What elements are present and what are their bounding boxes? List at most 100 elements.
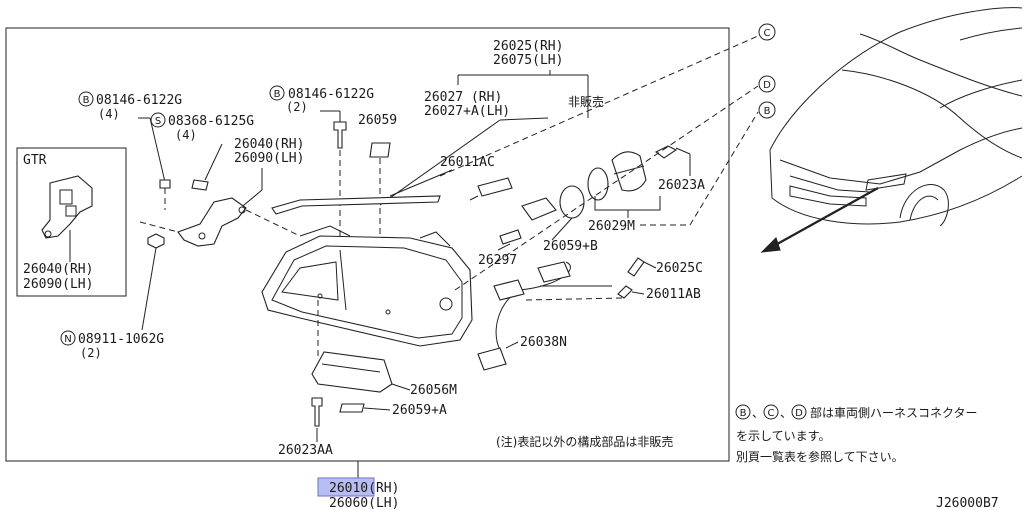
- svg-text:C: C: [764, 28, 771, 39]
- p26023A-callout: 26023A: [654, 145, 705, 193]
- svg-text:D: D: [763, 80, 771, 91]
- p26011AB-label: 26011AB: [646, 287, 701, 302]
- p26027-callout: 26027 (RH) 26027+A(LH) 非販売: [379, 90, 604, 206]
- p26025C-label: 26025C: [656, 261, 703, 276]
- gtr-bracket-drawing: [41, 175, 93, 239]
- svg-text:S: S: [155, 116, 161, 127]
- p26023A-label: 26023A: [658, 178, 705, 193]
- nut-drawing: [147, 233, 165, 249]
- p26011AC-label: 26011AC: [440, 155, 495, 170]
- bolt-b-code: 08146-6122G: [288, 87, 374, 102]
- p26027-lh: 26027+A(LH): [424, 104, 510, 119]
- connector-drawing: [521, 197, 557, 221]
- bolt-a-code: 08146-6122G: [96, 93, 182, 108]
- p26011AC-callout: 26011AC: [389, 155, 513, 201]
- ref-line-b-1: [689, 111, 759, 226]
- p26023AA-drawing: [311, 397, 323, 427]
- ref-line-c: [439, 35, 759, 177]
- p26029M-callout: 26029M: [588, 196, 661, 234]
- p26011AB-drawing: [617, 285, 633, 299]
- bolt-a-drawing: [159, 179, 171, 189]
- p26059A-label: 26059+A: [392, 403, 447, 418]
- bolt-b-drawing: [333, 121, 347, 149]
- p26029M-label: 26029M: [588, 219, 635, 234]
- p26011AC-drawing: [477, 177, 513, 197]
- diagram-frame: [5, 27, 730, 462]
- p26038N-label: 26038N: [520, 335, 567, 350]
- marker-c: C: [758, 23, 776, 41]
- bulb-drawing: [559, 185, 585, 219]
- svg-text:C: C: [768, 408, 775, 419]
- bracket-drawing: [177, 197, 247, 247]
- p26027-rh: 26027 (RH): [424, 90, 502, 105]
- grille-drawing: [789, 185, 867, 207]
- diagram-code: J26000B7: [936, 496, 999, 510]
- trim-strip-drawing: [271, 195, 441, 215]
- p26025-lh: 26075(LH): [493, 53, 563, 68]
- ref-line-d: [454, 85, 759, 291]
- p26059B-label: 26059+B: [543, 239, 598, 254]
- p26023AA-callout: 26023AA: [278, 397, 333, 458]
- p26038N-callout: 26038N: [477, 261, 612, 371]
- svg-text:N: N: [64, 334, 71, 345]
- seal-ring-drawing: [587, 167, 609, 201]
- p26059-drawing: [369, 142, 391, 158]
- p26025C-callout: 26025C: [627, 257, 703, 277]
- p26040-callout: 26040(RH) 26090(LH): [139, 137, 304, 247]
- main-part-callout: 26010(RH) 26060(LH): [317, 461, 399, 510]
- svg-text:B: B: [740, 408, 747, 419]
- socket-assembly: [521, 151, 647, 221]
- p26025-callout: 26025(RH) 26075(LH): [457, 39, 589, 118]
- p26023AA-label: 26023AA: [278, 443, 333, 458]
- side-note-line-3: 別頁一覧表を参照して下さい。: [736, 449, 904, 464]
- p26040-rh: 26040(RH): [234, 137, 304, 152]
- nut-callout: N 08911-1062G (2): [60, 233, 165, 360]
- side-note-line-1: 部は車両側ハーネスコネクター: [810, 405, 978, 420]
- gtr-part-rh: 26040(RH): [23, 262, 93, 277]
- bolt-b-qty: (2): [286, 100, 308, 114]
- side-note-line-2: を示しています。: [736, 429, 830, 443]
- screw-callout: S 08368-6125G (4): [150, 112, 254, 191]
- p26025C-drawing: [627, 257, 645, 277]
- wheel-drawing: [899, 184, 949, 227]
- gtr-part-lh: 26090(LH): [23, 277, 93, 292]
- main-part-highlight: [317, 477, 375, 497]
- not-for-sale-label: 非販売: [568, 94, 604, 109]
- p26025-rh: 26025(RH): [493, 39, 563, 54]
- p26059A-callout: 26059+A: [339, 403, 447, 418]
- svg-text:B: B: [274, 89, 281, 100]
- svg-text:B: B: [83, 95, 90, 106]
- gtr-inset: GTR 26040(RH) 26090(LH): [16, 147, 127, 297]
- main-part-lh: 26060(LH): [329, 496, 399, 510]
- footnote: (注)表記以外の構成部品は非販売: [496, 434, 673, 449]
- marker-b: B: [758, 101, 776, 119]
- p26011AB-callout: 26011AB: [617, 285, 701, 302]
- svg-text:、: 、: [752, 406, 764, 420]
- p26040-lh: 26090(LH): [234, 151, 304, 166]
- bolt-a-qty: (4): [98, 107, 120, 121]
- p26056M-callout: 26056M: [311, 351, 457, 398]
- location-arrow: [769, 187, 879, 249]
- svg-text:D: D: [795, 408, 803, 419]
- p26297-label: 26297: [478, 253, 517, 268]
- svg-text:、: 、: [780, 406, 792, 420]
- headlamp-body-drawing: [261, 225, 473, 360]
- retainer-ring-drawing: [611, 151, 647, 192]
- p26297-callout: 26297: [478, 229, 522, 268]
- screw-drawing: [191, 179, 209, 191]
- car-headlamp-drawing: [865, 173, 907, 191]
- side-note: B 、 C 、 D 部は車両側ハーネスコネクター を示しています。 別頁一覧表を…: [735, 404, 978, 464]
- p26059B-callout: 26059+B: [543, 217, 598, 254]
- car-illustration: [760, 7, 1023, 253]
- p26059-callout: 26059: [358, 113, 397, 240]
- gtr-title: GTR: [23, 153, 47, 168]
- main-part-rh: 26010(RH): [329, 481, 399, 496]
- ref-line-b-2: [524, 297, 623, 301]
- p26023A-drawing: [654, 145, 678, 159]
- nut-code: 08911-1062G: [78, 332, 164, 347]
- p26297-drawing: [499, 229, 522, 245]
- screw-code: 08368-6125G: [168, 114, 254, 129]
- svg-text:B: B: [764, 106, 771, 117]
- bolt-b-callout: B 08146-6122G (2): [269, 85, 374, 236]
